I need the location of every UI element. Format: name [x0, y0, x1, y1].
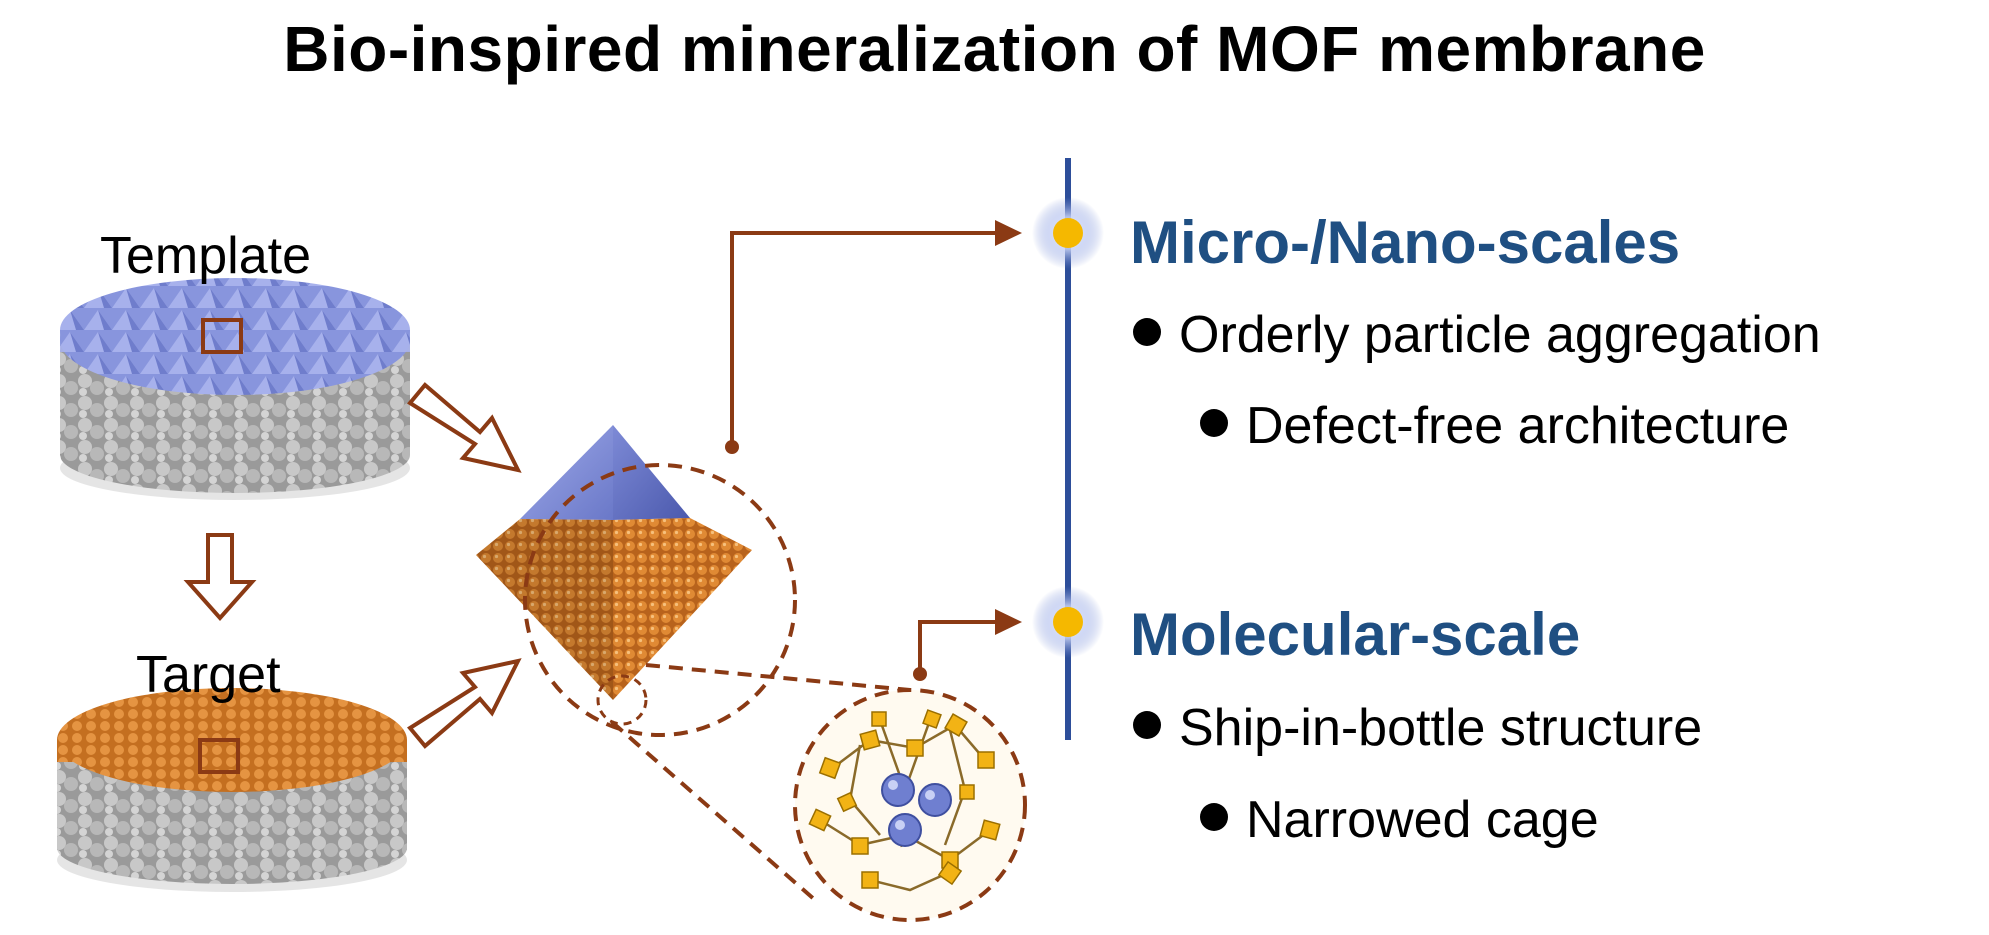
hollow-arrow-template-to-crystal — [407, 382, 522, 473]
zoom-connector-lower — [610, 720, 817, 902]
arrowhead-molecular — [995, 609, 1022, 635]
arrow-to-molecular-scale — [918, 620, 1000, 672]
bullet-dot-icon — [1133, 711, 1161, 739]
molecular-scale-heading: Molecular-scale — [1130, 601, 1581, 668]
bullet-text: Orderly particle aggregation — [1179, 306, 1821, 364]
arrow-to-micro-scales — [730, 231, 1000, 445]
mof-crystal-octahedron — [476, 425, 752, 700]
timeline-node-molecular — [1032, 586, 1104, 658]
target-zoom-box — [198, 738, 240, 774]
bullet-dot-icon — [1200, 409, 1228, 437]
arrowhead-micro — [995, 220, 1022, 246]
bullet-text: Ship-in-bottle structure — [1179, 699, 1703, 757]
crystal-detail-circle — [596, 674, 648, 726]
arrow-origin-dot-micro — [725, 440, 739, 454]
hollow-arrow-target-to-crystal — [407, 658, 522, 749]
molecular-structure-inset — [793, 688, 1027, 922]
micro-nano-heading: Micro-/Nano-scales — [1130, 209, 1681, 276]
arrow-origin-dot-molecular — [913, 667, 927, 681]
template-membrane-disc — [60, 278, 410, 500]
crystal-zoom-circle — [523, 463, 797, 737]
template-zoom-box — [201, 318, 243, 354]
template-label: Template — [100, 227, 311, 285]
bullet-text: Defect-free architecture — [1246, 397, 1790, 455]
bullet-item: Orderly particle aggregation — [1133, 305, 1821, 365]
timeline-node-micro — [1032, 197, 1104, 269]
target-membrane-disc — [57, 688, 407, 892]
target-label: Target — [136, 646, 281, 704]
hollow-arrow-down — [183, 533, 257, 622]
bullet-dot-icon — [1200, 803, 1228, 831]
bullet-text: Narrowed cage — [1246, 791, 1599, 849]
figure-title: Bio-inspired mineralization of MOF membr… — [283, 13, 1706, 85]
bullet-dot-icon — [1133, 318, 1161, 346]
zoom-connector-upper — [645, 663, 911, 692]
bullet-item: Defect-free architecture — [1200, 396, 1789, 456]
bullet-item: Narrowed cage — [1200, 790, 1599, 850]
bullet-item: Ship-in-bottle structure — [1133, 698, 1702, 758]
